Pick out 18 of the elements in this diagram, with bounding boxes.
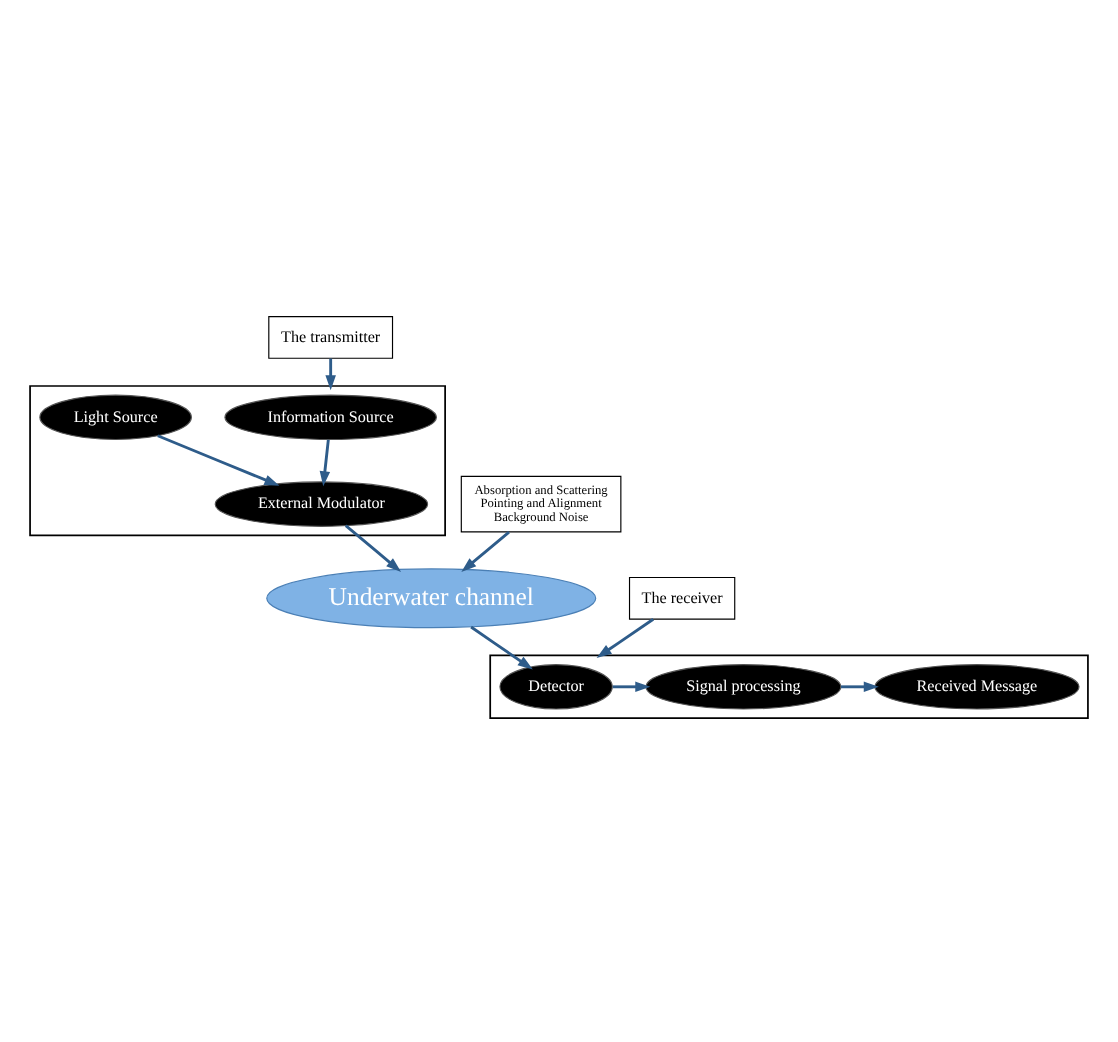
node-ellipse: Received Message — [874, 663, 1080, 709]
arrow — [461, 530, 510, 571]
node-ellipse: Underwater channel — [266, 567, 597, 628]
node-box: The transmitter — [268, 315, 394, 358]
arrow — [157, 433, 280, 485]
arrow — [612, 680, 651, 692]
arrow — [596, 617, 655, 657]
node-ellipse: Signal processing — [645, 663, 842, 709]
node-box: The receiver — [628, 575, 736, 619]
node-ellipse: Information Source — [224, 393, 437, 440]
arrow — [325, 357, 336, 390]
node-ellipse: Light Source — [39, 393, 192, 440]
arrow — [344, 523, 402, 571]
cluster — [29, 384, 446, 536]
node-ellipse: Detector — [499, 663, 613, 709]
arrow — [841, 680, 879, 692]
arrow — [319, 438, 331, 486]
node-ellipse: External Modulator — [214, 480, 429, 526]
